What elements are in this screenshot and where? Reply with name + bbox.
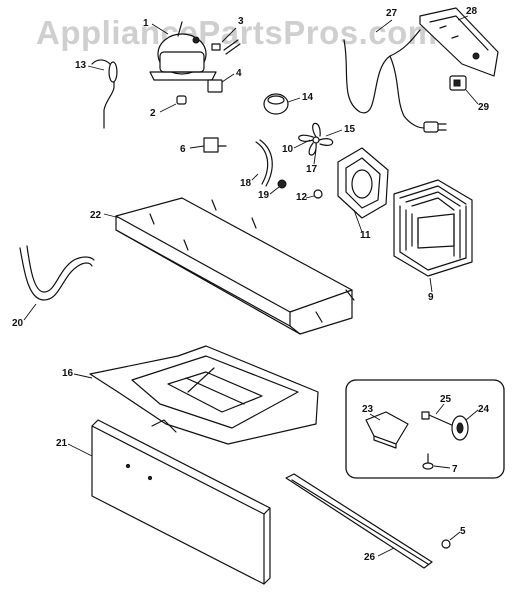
screw-part[interactable]	[211, 39, 241, 55]
motor-bracket[interactable]	[255, 139, 273, 187]
callout-7: 7	[452, 464, 458, 475]
fan-motor[interactable]	[263, 93, 289, 115]
relay-overload[interactable]	[365, 411, 409, 449]
nut-19[interactable]	[277, 179, 287, 189]
front-panel[interactable]	[91, 419, 271, 585]
callout-14: 14	[302, 92, 314, 103]
drain-tube[interactable]	[19, 245, 95, 301]
relay-part[interactable]	[207, 79, 223, 93]
fan-shroud[interactable]	[337, 147, 389, 219]
callout-11: 11	[360, 230, 371, 241]
callout-24: 24	[478, 404, 490, 415]
inset-box	[345, 379, 505, 479]
condenser-coil[interactable]	[393, 179, 473, 277]
screw-12[interactable]	[313, 189, 323, 199]
power-cord[interactable]	[343, 29, 447, 133]
callout-3: 3	[238, 16, 244, 27]
callout-26: 26	[364, 552, 376, 563]
callout-16: 16	[62, 368, 74, 379]
callout-4: 4	[236, 68, 242, 79]
screw-5[interactable]	[441, 539, 451, 549]
callout-5: 5	[460, 526, 466, 537]
callout-25: 25	[440, 394, 452, 405]
callout-21: 21	[56, 438, 68, 449]
callout-27: 27	[386, 8, 398, 19]
callout-12: 12	[296, 192, 308, 203]
drain-pan[interactable]	[89, 345, 319, 445]
callout-2: 2	[150, 108, 156, 119]
callout-15: 15	[344, 124, 356, 135]
callout-9: 9	[428, 292, 434, 303]
callout-19: 19	[258, 190, 270, 201]
grommet-part[interactable]	[176, 95, 187, 105]
switch-part[interactable]	[449, 75, 467, 91]
callout-13: 13	[75, 60, 87, 71]
leveler-7[interactable]	[422, 453, 434, 470]
base-pan[interactable]	[115, 197, 355, 335]
grille-strip[interactable]	[285, 473, 433, 569]
bolt-25[interactable]	[421, 411, 455, 427]
control-bracket[interactable]	[419, 7, 499, 77]
callout-23: 23	[362, 404, 374, 415]
callout-29: 29	[478, 102, 490, 113]
callout-18: 18	[240, 178, 252, 189]
clip-part[interactable]	[203, 137, 227, 153]
compressor[interactable]	[149, 21, 217, 81]
callout-1: 1	[143, 18, 149, 29]
callout-28: 28	[466, 6, 478, 17]
callout-10: 10	[282, 144, 294, 155]
callout-6: 6	[180, 144, 186, 155]
wheel-24[interactable]	[451, 415, 469, 441]
callout-22: 22	[90, 210, 102, 221]
callout-17: 17	[306, 164, 318, 175]
drier-part[interactable]	[91, 59, 118, 129]
watermark: AppliancePartsPros.com	[36, 14, 438, 51]
callout-20: 20	[12, 318, 24, 329]
